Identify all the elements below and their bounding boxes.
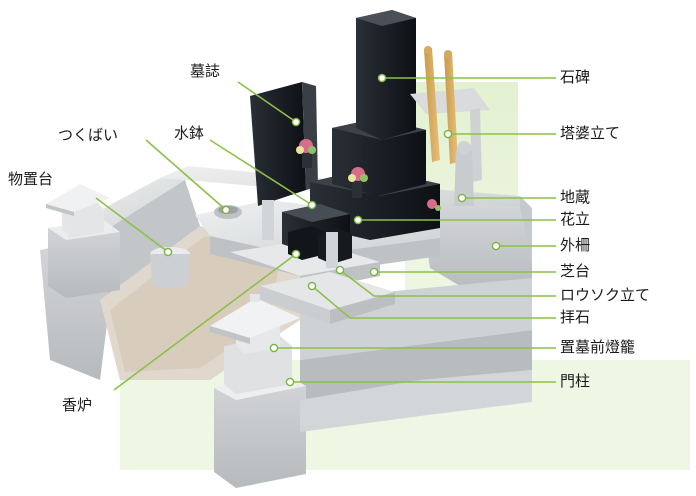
candle-holder-left [262, 200, 274, 240]
label-rousoku: ロウソク立て [560, 286, 651, 304]
label-sotosaku: 外柵 [560, 236, 591, 254]
leader-dots [163, 73, 501, 387]
sekihi-cap [356, 10, 416, 26]
flower-vase-left [302, 150, 312, 168]
lantern-left-roof [46, 184, 110, 212]
label-mizubachi: 水鉢 [174, 124, 205, 142]
mizubachi-top [282, 204, 350, 222]
label-toro: 置墓前燈籠 [560, 338, 636, 356]
label-toba: 塔婆立て [560, 124, 621, 142]
haiseki-left-face [260, 286, 330, 324]
leader-monooki [95, 197, 169, 253]
label-haiseki: 拝石 [560, 308, 591, 326]
label-koro: 香炉 [62, 396, 93, 414]
lantern-left-roof-edge [46, 204, 74, 216]
label-monooki: 物置台 [8, 170, 54, 188]
leader-lines [95, 77, 556, 391]
toba-board-2 [444, 52, 458, 164]
leader-boshi [237, 81, 297, 123]
leader-tsukubai [145, 139, 227, 211]
leader-mizubachi [209, 139, 313, 206]
toba-post [470, 108, 482, 182]
flower-vase-right [352, 178, 362, 198]
label-jizo: 地蔵 [560, 188, 591, 206]
toba-board-1 [424, 48, 440, 162]
label-monchu: 門柱 [560, 372, 591, 390]
leader-rousoku [339, 269, 556, 297]
sekihi-column [356, 10, 416, 140]
leader-haiseki [311, 285, 556, 319]
fence-front-step [300, 370, 532, 432]
label-tsukubai: つくばい [58, 126, 119, 144]
label-hanatate: 花立 [560, 210, 591, 228]
jizo-statue [454, 145, 474, 206]
fence-front-right-face [300, 330, 532, 410]
gatepost-body [214, 372, 306, 488]
lantern-front-roof [210, 298, 300, 338]
haiseki-stone [260, 272, 395, 310]
leader-koro [113, 253, 297, 391]
lantern-front-roof-edge [210, 326, 250, 344]
flower-far-bloom [427, 199, 437, 209]
label-sekihi: 石碑 [560, 68, 591, 86]
boshi-slab-front [250, 82, 306, 206]
label-boshi: 墓誌 [190, 62, 221, 80]
haiseki-face [330, 292, 395, 324]
label-shibadai: 芝台 [560, 262, 591, 280]
round-vessel-body [150, 254, 190, 288]
candle-holder-right [326, 232, 338, 268]
